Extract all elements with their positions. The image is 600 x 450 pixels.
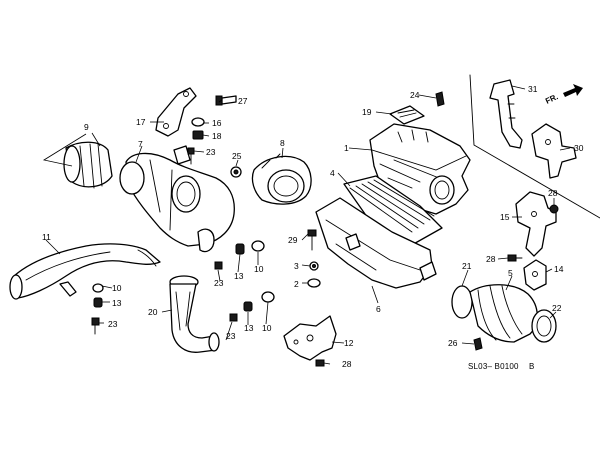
bracket-14 <box>523 259 547 291</box>
callout-28c: 28 <box>342 359 352 369</box>
callout-27: 27 <box>238 96 248 106</box>
callout-23a: 23 <box>206 147 216 157</box>
callout-12: 12 <box>344 338 354 348</box>
label-19 <box>389 105 425 125</box>
air-cleaner-housing <box>315 123 471 289</box>
intake-tube-11 <box>9 243 161 300</box>
inset-border <box>469 74 600 219</box>
elbow-tube-20 <box>169 275 220 353</box>
callout-6: 6 <box>376 304 381 314</box>
callout-25: 25 <box>232 151 242 161</box>
callout-13c: 13 <box>244 323 254 333</box>
callout-20: 20 <box>148 307 158 317</box>
leader-lines <box>42 85 571 365</box>
callout-10a: 10 <box>254 264 264 274</box>
callout-numbers: 1 2 3 4 5 6 7 8 9 10 10 10 11 12 13 13 1… <box>42 84 584 369</box>
callout-23d: 23 <box>226 331 236 341</box>
callout-5: 5 <box>508 268 513 278</box>
callout-21: 21 <box>462 261 472 271</box>
callout-24: 24 <box>410 90 420 100</box>
bracket-31 <box>489 79 523 149</box>
callout-22: 22 <box>552 303 562 313</box>
inlet-duct-8 <box>251 153 312 205</box>
callout-28b: 28 <box>486 254 496 264</box>
resonator-7 <box>119 145 235 253</box>
callout-30: 30 <box>574 143 584 153</box>
callout-31: 31 <box>528 84 538 94</box>
callout-19: 19 <box>362 107 372 117</box>
callout-7: 7 <box>138 139 143 149</box>
callout-13a: 13 <box>234 271 244 281</box>
bracket-15 <box>515 191 557 257</box>
callout-23c: 23 <box>108 319 118 329</box>
callout-15: 15 <box>500 212 510 222</box>
callout-23b: 23 <box>214 278 224 288</box>
front-arrow-icon <box>563 84 583 97</box>
callout-13b: 13 <box>112 298 122 308</box>
bracket-17 <box>155 87 197 137</box>
direction-inset: FR. <box>469 74 600 219</box>
callout-18: 18 <box>212 131 222 141</box>
bracket-30 <box>531 123 577 179</box>
intake-hose-5 <box>451 284 557 343</box>
direction-label: FR. <box>544 92 559 106</box>
callout-16: 16 <box>212 118 222 128</box>
bracket-12 <box>283 315 337 361</box>
hardware <box>91 91 559 367</box>
callout-4: 4 <box>330 168 335 178</box>
drawing-code: SL03– B0100 <box>468 362 519 371</box>
callout-9: 9 <box>84 122 89 132</box>
callout-26: 26 <box>448 338 458 348</box>
callout-10c: 10 <box>262 323 272 333</box>
callout-8: 8 <box>280 138 285 148</box>
callout-28a: 28 <box>548 188 558 198</box>
callout-29: 29 <box>288 235 298 245</box>
callout-2: 2 <box>294 279 299 289</box>
callout-3: 3 <box>294 261 299 271</box>
callout-17: 17 <box>136 117 146 127</box>
callout-14: 14 <box>554 264 564 274</box>
callout-1: 1 <box>344 143 349 153</box>
callout-11: 11 <box>42 232 51 242</box>
revision-mark: B <box>529 362 535 371</box>
boot-9 <box>63 141 113 189</box>
callout-10b: 10 <box>112 283 122 293</box>
